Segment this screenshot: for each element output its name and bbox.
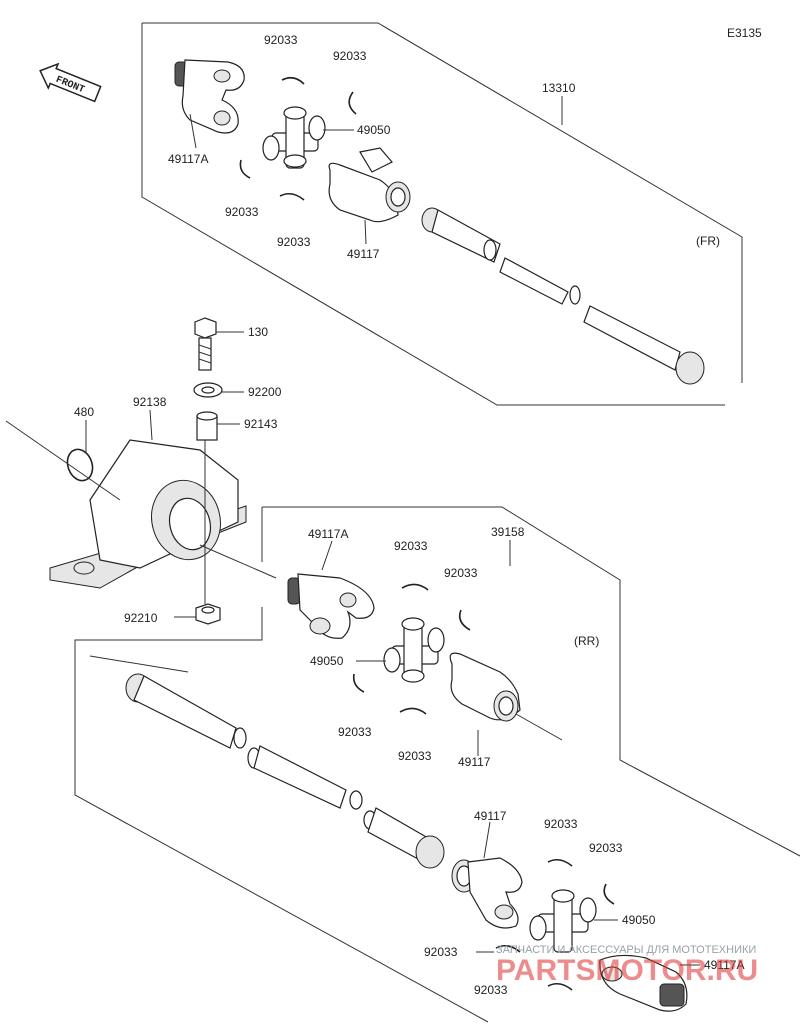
label-49050-rear-1: 49050 — [310, 654, 344, 668]
circlip-icon — [399, 707, 427, 715]
label-49117-front: 49117 — [347, 247, 380, 261]
yoke-49117a-rear-lower — [599, 954, 688, 1012]
label-92033-rear-4: 92033 — [398, 749, 432, 763]
label-480: 480 — [74, 405, 94, 419]
leader-line — [199, 544, 277, 579]
label-49117-rear-1: 49117 — [458, 755, 491, 769]
circlip-icon — [281, 76, 305, 85]
label-49117a-rear-2: 49117A — [704, 958, 744, 972]
drive-shaft-13310 — [421, 207, 705, 385]
circlip-icon — [279, 192, 305, 201]
nut-92210 — [195, 603, 221, 625]
watermark-logo: PARTSMOTOR.RU — [496, 954, 758, 987]
label-92143: 92143 — [244, 417, 278, 431]
label-92033-rear-1: 92033 — [394, 539, 428, 553]
bolt-130 — [194, 317, 217, 371]
section-label-rear: (RR) — [574, 634, 599, 648]
collar-92143 — [196, 411, 218, 441]
cross-joint-49050-front — [262, 106, 326, 169]
circlip-icon — [495, 944, 521, 953]
yoke-49117-rear-lower — [451, 857, 523, 929]
label-92200: 92200 — [248, 385, 282, 399]
circlip-icon — [352, 673, 365, 693]
yoke-49117-rear-upper — [449, 652, 563, 741]
section-label-front: (FR) — [696, 234, 720, 248]
diagram-code: E3135 — [727, 26, 762, 40]
bearing-housing-92138 — [49, 439, 247, 589]
yoke-49117-front — [328, 147, 411, 223]
front-assembly-outline — [141, 22, 743, 406]
watermark: ЗАПЧАСТИ И АКСЕССУАРЫ ДЛЯ МОТОТЕХНИКИ PA… — [496, 944, 758, 987]
label-92033-rear-6: 92033 — [589, 841, 623, 855]
circlip-icon — [603, 883, 615, 905]
circlip-icon — [547, 982, 573, 991]
watermark-tagline: ЗАПЧАСТИ И АКСЕССУАРЫ ДЛЯ МОТОТЕХНИКИ — [496, 944, 756, 956]
circlip-icon — [348, 91, 357, 115]
circlip-icon — [401, 583, 429, 591]
label-92033-front-4: 92033 — [277, 235, 311, 249]
label-49117-rear-2: 49117 — [474, 809, 507, 823]
label-92033-rear-5: 92033 — [544, 817, 578, 831]
front-arrow-icon: FRONT — [39, 62, 102, 103]
label-130: 130 — [248, 325, 268, 339]
label-92033-rear-8: 92033 — [474, 983, 508, 997]
yoke-49117a-rear-upper — [287, 573, 375, 639]
cross-joint-49050-rear-upper — [383, 617, 445, 683]
washer-92200 — [193, 382, 223, 398]
label-49050-rear-2: 49050 — [622, 913, 656, 927]
circlip-icon — [547, 858, 573, 867]
label-92033-front-3: 92033 — [225, 205, 259, 219]
label-92210: 92210 — [124, 611, 158, 625]
drive-shaft-39158 — [89, 655, 445, 869]
label-13310: 13310 — [542, 81, 576, 95]
label-92033-rear-3: 92033 — [338, 725, 372, 739]
snap-ring-480 — [66, 448, 94, 482]
label-92033-front-1: 92033 — [264, 33, 298, 47]
leader-lines — [85, 96, 700, 966]
label-39158: 39158 — [491, 525, 525, 539]
label-49117a-front: 49117A — [168, 152, 208, 166]
leader-line — [5, 420, 121, 501]
cross-joint-49050-rear-lower — [529, 889, 597, 953]
circlip-icon — [239, 159, 251, 179]
label-92033-rear-2: 92033 — [444, 566, 478, 580]
label-92138: 92138 — [133, 395, 167, 409]
label-49117a-rear-1: 49117A — [308, 527, 348, 541]
label-92033-front-2: 92033 — [333, 49, 367, 63]
rear-assembly-outline — [74, 506, 800, 1023]
circlip-icon — [458, 609, 471, 631]
label-92033-rear-7: 92033 — [424, 945, 458, 959]
yoke-49117a-front — [174, 59, 245, 134]
label-49050-front: 49050 — [357, 123, 391, 137]
